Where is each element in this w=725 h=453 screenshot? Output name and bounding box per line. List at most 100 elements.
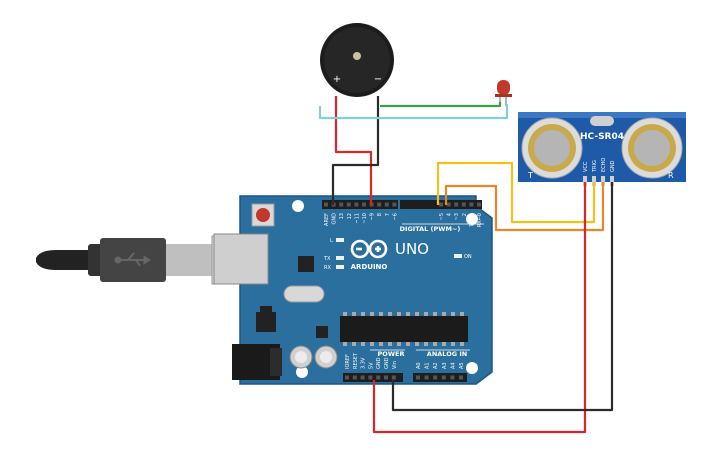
mounting-hole <box>466 213 478 225</box>
mounting-hole <box>292 200 304 212</box>
analog-pin-label: A4 <box>450 362 456 369</box>
header-pin <box>384 202 389 207</box>
digital-pin-label: 13 <box>339 213 345 219</box>
usb-port <box>213 233 269 285</box>
digital-pin-label: 7 <box>385 213 391 216</box>
analog-pin-label: A5 <box>459 362 465 369</box>
digital-pin-label: 2 <box>462 213 468 216</box>
power-pin-label: GND <box>384 357 390 369</box>
analog-pin-label: A2 <box>433 362 439 369</box>
digital-pin-label: 12 <box>347 213 353 219</box>
chip-pin <box>388 342 392 346</box>
arduino-logo-text: ARDUINO <box>351 263 388 271</box>
header-pin <box>454 202 459 207</box>
header-pin <box>459 375 463 380</box>
header-pin <box>433 375 438 380</box>
chip-pin <box>361 342 365 346</box>
header-pin <box>360 375 365 380</box>
chip-pin <box>379 312 383 316</box>
digital-header-label: DIGITAL (PWM~) <box>400 225 461 233</box>
transducer-right <box>621 117 683 179</box>
header-pin <box>362 202 366 207</box>
wires <box>318 96 614 434</box>
chip-pin <box>352 342 356 346</box>
header-pin <box>477 202 481 207</box>
chip-pin <box>352 312 356 316</box>
digital-pin-label: 4 <box>447 213 453 216</box>
header-pin <box>352 375 357 380</box>
header-pin <box>392 202 397 207</box>
chip-pin <box>379 342 383 346</box>
led-tx-label: TX <box>323 256 331 262</box>
power-pin-label: GND <box>376 357 382 369</box>
sensor-model-label: HC-SR04 <box>580 132 624 142</box>
digital-pin-label: ~11 <box>354 213 360 224</box>
chip-pin <box>406 312 410 316</box>
sensor-pin <box>592 176 596 186</box>
digital-pin-label: ~9 <box>370 213 376 220</box>
chip-pin <box>343 342 347 346</box>
chip-pin <box>361 312 365 316</box>
sensor-pin <box>610 176 614 186</box>
power-pin-label: Vin <box>392 361 398 369</box>
arduino-logo: ARDUINO UNO <box>350 239 429 271</box>
header-pin <box>424 375 429 380</box>
chip-pin <box>442 312 446 316</box>
sensor-r-label: R <box>668 171 674 180</box>
chip-pin <box>442 342 446 346</box>
chip-pin <box>424 312 428 316</box>
header-pin <box>461 202 466 207</box>
digital-pin-label: 8 <box>377 213 383 216</box>
usb-chip <box>298 256 314 272</box>
infinity-logo-icon <box>350 239 388 259</box>
sensor-t-label: T <box>527 171 533 180</box>
usb-symbol-icon <box>114 252 151 267</box>
digital-pin-label: ~6 <box>392 213 398 220</box>
power-pin-label: 5V <box>368 362 374 369</box>
header-pin <box>450 375 455 380</box>
power-pin-label: RESET <box>353 352 359 369</box>
digital-pin-label: GND <box>332 213 338 225</box>
wire-vcc-red <box>372 182 587 434</box>
wire-buzzer-minus <box>331 96 380 205</box>
analog-pin-label: A1 <box>425 362 431 369</box>
power-pin-label: IOREF <box>345 354 351 369</box>
chip-pin <box>460 342 464 346</box>
wire-gnd-black <box>391 182 614 412</box>
analog-header-label: ANALOG IN <box>427 350 467 358</box>
buzzer-plus-label: + <box>333 74 341 85</box>
mounting-hole <box>296 366 308 378</box>
digital-pin-label: ~5 <box>439 213 445 220</box>
chip-pin <box>343 312 347 316</box>
sensor-pin <box>601 176 605 186</box>
transducer-left <box>521 117 583 179</box>
header-pin <box>469 202 474 207</box>
wire-led-cyan <box>318 104 509 120</box>
header-pin <box>324 202 328 207</box>
led-l-label: L <box>330 238 333 244</box>
power-header-label: POWER <box>378 350 405 358</box>
onboard-leds: L TX RX ON <box>323 238 472 271</box>
chip-pin <box>370 342 374 346</box>
header-pin <box>354 202 359 207</box>
header-pin <box>441 375 446 380</box>
wire-buzzer-plus <box>334 96 373 205</box>
header-pin <box>391 375 396 380</box>
chip-pin <box>370 312 374 316</box>
sensor-pin-label: VCC <box>583 161 589 172</box>
header-pin <box>368 375 373 380</box>
chip-pin <box>415 342 419 346</box>
power-jack <box>232 344 282 380</box>
chip-pin <box>415 312 419 316</box>
reset-button[interactable] <box>251 203 275 227</box>
chip-pin <box>433 342 437 346</box>
voltage-regulator <box>256 312 276 332</box>
wire-echo-orange <box>444 182 605 232</box>
sensor-pin-label: ECHO <box>601 158 607 172</box>
sensor-pin <box>583 176 587 186</box>
chip-pin <box>424 342 428 346</box>
